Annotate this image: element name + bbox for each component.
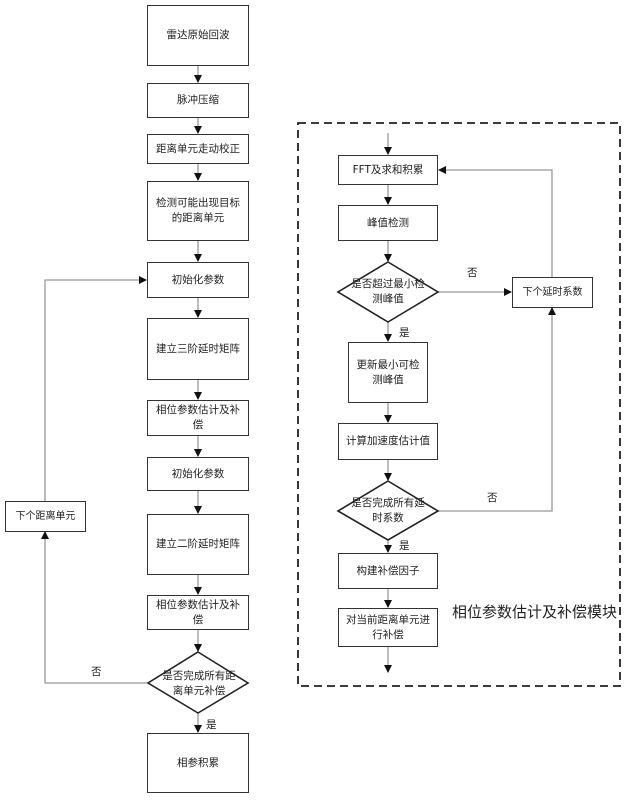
- label-main-no: 否: [91, 666, 102, 678]
- module-step-build-factor: 构建补偿因子: [338, 553, 438, 589]
- step-second-order-delay-matrix: 建立二阶延时矩阵: [147, 514, 249, 575]
- decision-all-cells-done-shape: [146, 651, 250, 714]
- step-pulse-compression: 脉冲压缩: [147, 83, 249, 118]
- label-alldelays-yes: 是: [399, 540, 410, 552]
- step-radar-echo: 雷达原始回波: [147, 5, 249, 66]
- step-init-params-2: 初始化参数: [147, 457, 249, 491]
- label-exceed-no: 否: [467, 267, 478, 279]
- decision-exceed-min-shape: [336, 261, 440, 323]
- step-detect-target-cells: 检测可能出现目标的距离单元: [147, 181, 249, 241]
- module-step-peak-detection: 峰值检测: [338, 205, 438, 241]
- step-next-range-cell: 下个距离单元: [5, 501, 86, 532]
- step-phase-estimation-2: 相位参数估计及补偿: [147, 595, 249, 630]
- step-range-migration-correction: 距离单元走动校正: [147, 134, 249, 164]
- module-step-update-min-peak: 更新最小可检测峰值: [348, 342, 428, 403]
- decision-all-cells-done: 是否完成所有距离单元补偿: [162, 670, 236, 697]
- arrow-decision-no-to-next-cell: [41, 531, 147, 684]
- decision-all-delays-done: 是否完成所有延时系数: [351, 497, 425, 524]
- label-exceed-yes: 是: [399, 327, 410, 339]
- step-init-params-1: 初始化参数: [147, 262, 249, 298]
- step-phase-estimation-1: 相位参数估计及补偿: [147, 400, 249, 436]
- module-frame: [297, 122, 621, 687]
- label-alldelays-no: 否: [487, 492, 498, 504]
- arrow-alldelays-no: [438, 307, 556, 512]
- decision-all-delays-done-shape: [336, 480, 440, 541]
- arrow-next-delay-to-fft: [438, 166, 553, 277]
- module-step-calc-acceleration: 计算加速度估计值: [338, 423, 438, 460]
- module-step-fft-sum: FFT及求和积累: [338, 155, 438, 185]
- step-third-order-delay-matrix: 建立三阶延时矩阵: [147, 318, 249, 380]
- label-main-yes: 是: [206, 719, 217, 731]
- module-step-compensate-cell: 对当前距离单元进行补偿: [338, 608, 438, 647]
- decision-exceed-min-peak: 是否超过最小检测峰值: [351, 278, 425, 305]
- step-coherent-integration: 相参积累: [147, 733, 249, 793]
- arrow-next-cell-to-init: [44, 276, 147, 501]
- module-title: 相位参数估计及补偿模块: [452, 603, 618, 621]
- module-step-next-delay: 下个延时系数: [512, 277, 593, 308]
